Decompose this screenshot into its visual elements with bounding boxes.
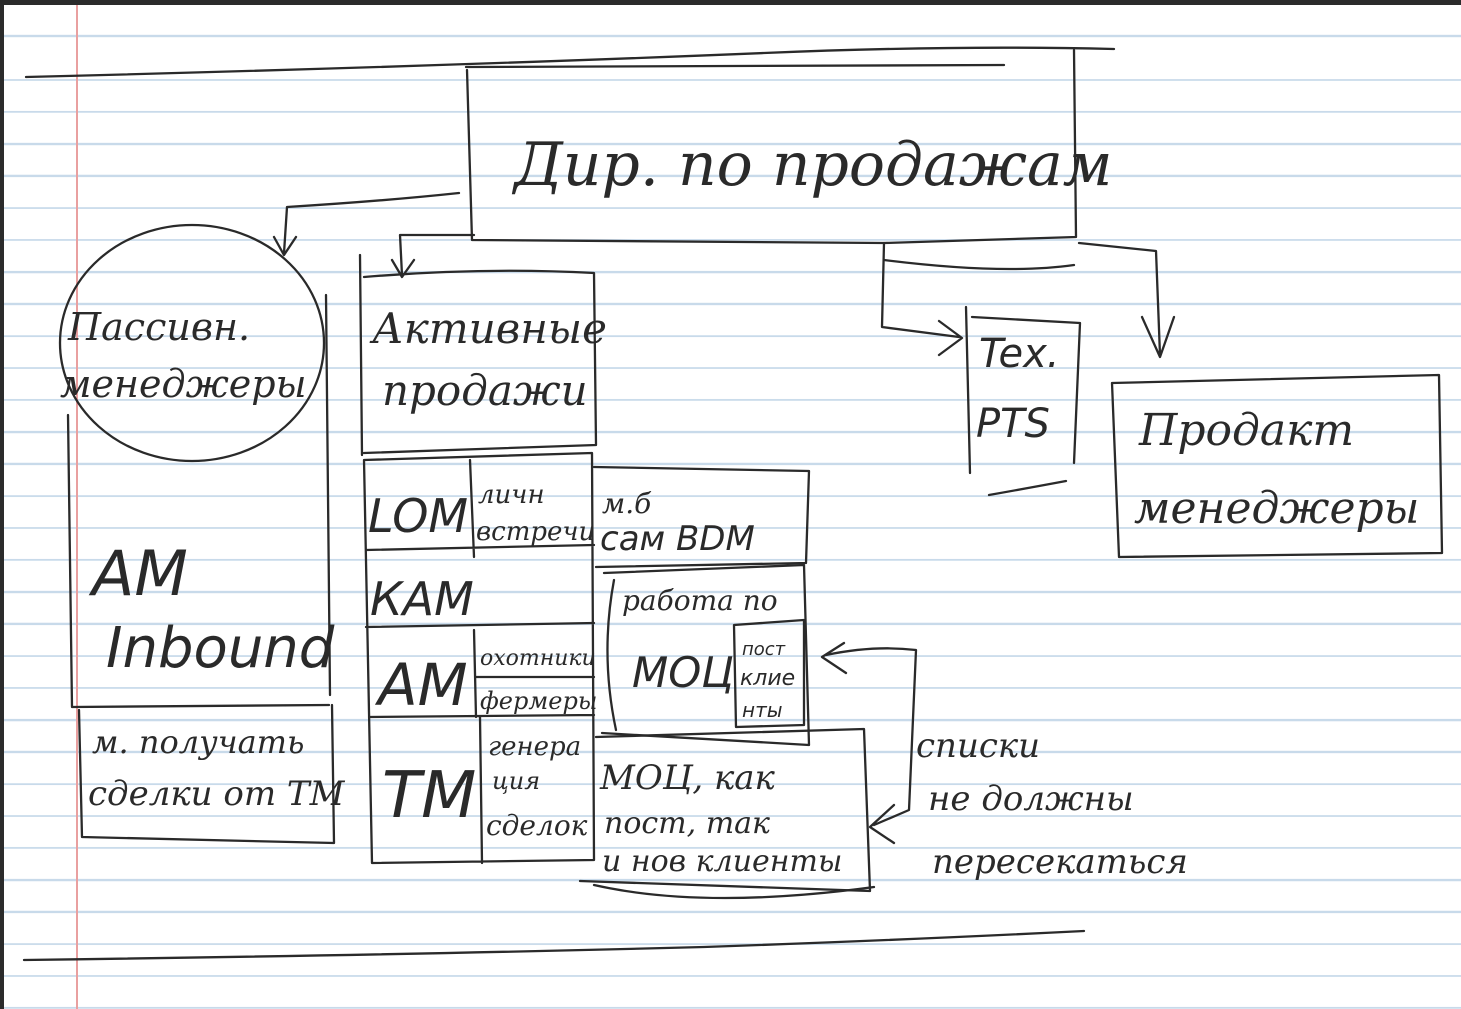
role-tm-task-1: генера bbox=[488, 732, 581, 762]
work-label-2: МОЦ bbox=[632, 648, 734, 697]
moc-box bbox=[578, 727, 872, 893]
passive-ellipse bbox=[58, 223, 326, 463]
tex-box bbox=[964, 305, 1082, 497]
director-title: Дир. по продажам bbox=[511, 130, 1113, 200]
passive-label-2: менеджеры bbox=[60, 362, 307, 406]
bracket-arrows bbox=[820, 641, 918, 845]
tex-label-1: Tex. bbox=[979, 331, 1060, 377]
arrow-to-product bbox=[1077, 241, 1176, 359]
passive-column bbox=[66, 293, 332, 709]
bdm-label-1: м.б bbox=[602, 487, 652, 520]
arrow-to-active bbox=[390, 233, 476, 279]
director-underline bbox=[882, 258, 1076, 271]
bottom-rule-stroke bbox=[22, 929, 1086, 962]
bdm-label-2: сам BDM bbox=[600, 519, 755, 559]
note-line-2: не должны bbox=[928, 779, 1134, 819]
postclients-box bbox=[732, 618, 806, 729]
arrow-to-tex bbox=[880, 241, 964, 357]
notebook-page: Дир. по продажам Пассивн. менеджеры AM I… bbox=[4, 5, 1461, 1009]
passive-note-box bbox=[77, 703, 336, 845]
margin-line bbox=[76, 5, 78, 1009]
moc-label-2: пост, так bbox=[604, 806, 770, 841]
role-kam: КАМ bbox=[370, 572, 474, 626]
active-label-1: Активные bbox=[369, 304, 607, 353]
arrow-to-passive bbox=[272, 191, 461, 257]
inbound-label: Inbound bbox=[106, 616, 335, 681]
work-box bbox=[600, 563, 811, 747]
passive-label-1: Пассивн. bbox=[67, 305, 250, 349]
active-box bbox=[358, 253, 598, 457]
note-line-3: пересекаться bbox=[932, 842, 1188, 882]
role-tm: ТМ bbox=[382, 759, 476, 833]
product-label-1: Продакт bbox=[1138, 405, 1354, 456]
postclients-3: нты bbox=[742, 698, 783, 722]
moc-label-1: МОЦ, как bbox=[599, 758, 776, 798]
product-label-2: менеджеры bbox=[1134, 483, 1419, 534]
passive-note-1: м. получать bbox=[92, 723, 304, 761]
role-lom: LOM bbox=[368, 489, 468, 543]
product-box bbox=[1110, 373, 1444, 559]
role-am-task-1: охотники bbox=[480, 646, 596, 671]
role-tm-task-3: сделок bbox=[486, 809, 588, 842]
work-label-1: работа по bbox=[622, 584, 778, 617]
role-tm-task-2: ция bbox=[492, 767, 540, 795]
role-lom-task-2: встречи bbox=[476, 517, 595, 547]
moc-label-3: и нов клиенты bbox=[602, 844, 842, 879]
moc-underline bbox=[592, 883, 876, 900]
bdm-box bbox=[592, 465, 811, 569]
note-line-1: списки bbox=[916, 726, 1040, 766]
passive-note-2: сделки от ТМ bbox=[88, 774, 346, 814]
am-inbound-label: AM bbox=[88, 537, 188, 610]
roles-table-grid bbox=[362, 451, 596, 865]
org-diagram: Дир. по продажам Пассивн. менеджеры AM I… bbox=[22, 46, 1444, 962]
tex-label-2: PTS bbox=[976, 401, 1050, 447]
role-am-task-2: фермеры bbox=[480, 687, 597, 715]
role-lom-task-1: личн bbox=[478, 480, 545, 510]
top-rule-stroke bbox=[24, 46, 1116, 79]
role-am: AM bbox=[374, 651, 468, 719]
postclients-2: клие bbox=[740, 666, 795, 691]
postclients-1: пост bbox=[742, 639, 786, 660]
active-label-2: продажи bbox=[382, 366, 588, 415]
